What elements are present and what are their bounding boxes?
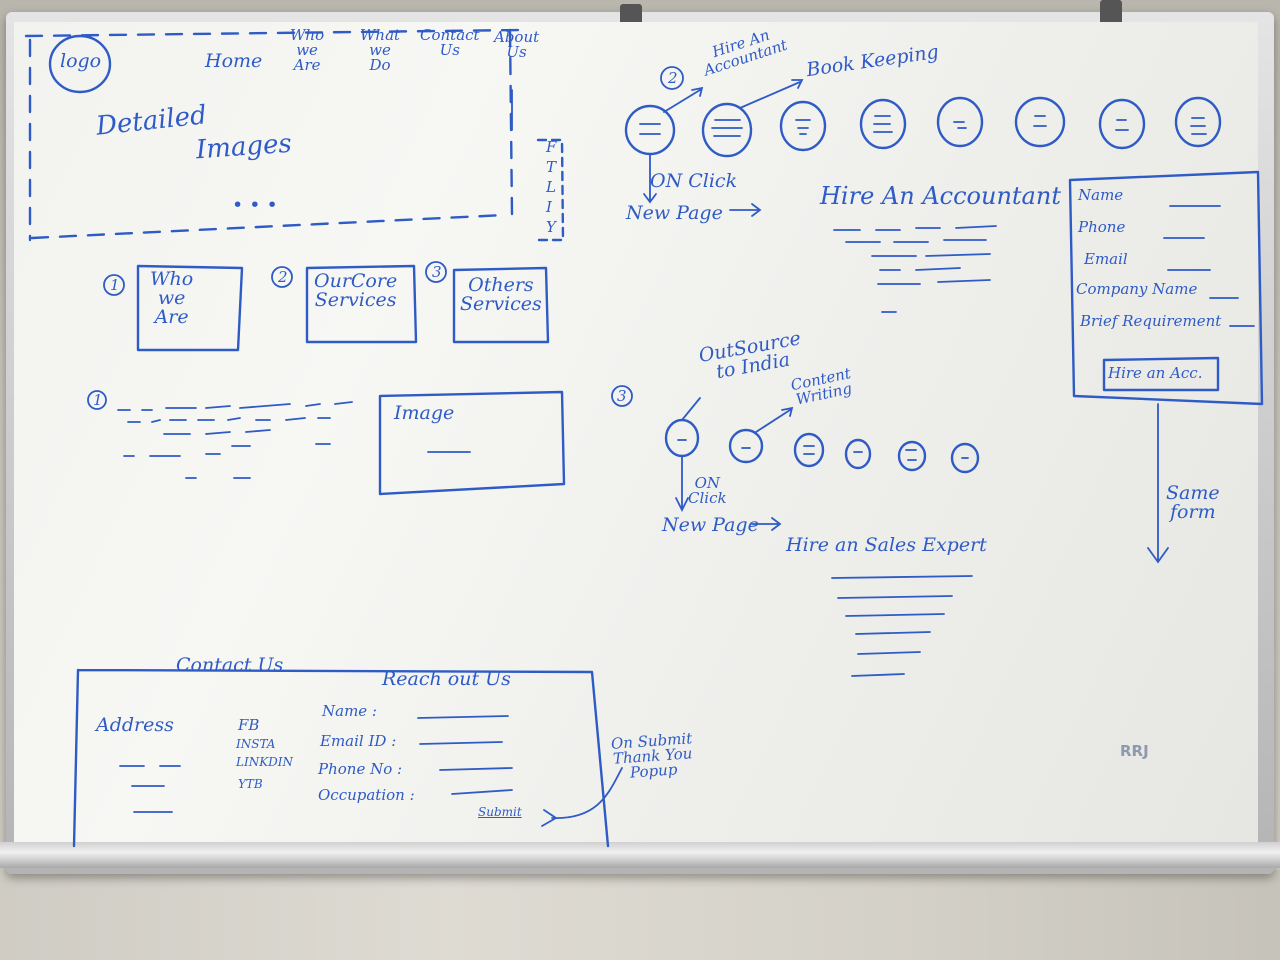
other-new-page-label: New Page bbox=[662, 514, 759, 536]
social-y: Y bbox=[546, 218, 556, 236]
nav-what-we-do: What we Do bbox=[360, 26, 401, 74]
image-box bbox=[378, 390, 566, 496]
other-on-click-label: ON Click bbox=[688, 474, 727, 507]
nav-who-we-are: Who we Are bbox=[290, 26, 325, 74]
nav-about-us: About Us bbox=[494, 28, 540, 61]
core-number-2: 2 bbox=[668, 69, 678, 87]
social-insta: INSTA bbox=[236, 737, 276, 751]
carousel-dots: • • • bbox=[232, 194, 278, 216]
hire-accountant-title: Hire An Accountant bbox=[820, 182, 1061, 210]
sales-expert-title: Hire an Sales Expert bbox=[786, 534, 987, 556]
text-placeholder-lines bbox=[117, 401, 353, 479]
detail-number-1: 1 bbox=[93, 391, 103, 409]
other-number-3: 3 bbox=[617, 387, 627, 405]
social-ytb: YTB bbox=[238, 777, 263, 791]
other-service-circles bbox=[664, 418, 980, 474]
text-placeholder-lines bbox=[833, 225, 997, 313]
contact-field-occupation: Occupation : bbox=[318, 786, 415, 804]
address-label: Address bbox=[96, 714, 174, 736]
contact-box bbox=[72, 668, 610, 848]
hero-title-line2: Images bbox=[195, 128, 293, 166]
form-field-email: Email bbox=[1084, 250, 1128, 268]
section-core-services: OurCore Services bbox=[314, 270, 398, 311]
contact-field-name: Name : bbox=[322, 702, 377, 720]
on-click-label: ON Click bbox=[650, 170, 738, 192]
logo-circle bbox=[48, 34, 112, 94]
social-linkdin: LINKDIN bbox=[236, 755, 294, 769]
form-submit-button: Hire an Acc. bbox=[1108, 364, 1203, 382]
section-number-1: 1 bbox=[110, 276, 120, 294]
section-box-who bbox=[136, 264, 244, 352]
form-field-company: Company Name bbox=[1076, 280, 1198, 298]
nav-contact-us: Contact Us bbox=[420, 26, 480, 59]
social-l: L bbox=[546, 178, 556, 196]
section-other-services: Others Services bbox=[460, 274, 542, 315]
hero-dashed-box bbox=[24, 28, 522, 242]
contact-field-email: Email ID : bbox=[320, 732, 397, 750]
logo: logo bbox=[60, 50, 102, 72]
form-field-phone: Phone bbox=[1078, 218, 1126, 236]
section-box-others bbox=[452, 266, 550, 344]
contact-submit: Submit bbox=[478, 805, 522, 819]
section-number-3: 3 bbox=[432, 263, 442, 281]
reach-out-title: Reach out Us bbox=[382, 668, 511, 690]
wall bbox=[0, 870, 1280, 960]
same-form-label: Same form bbox=[1166, 482, 1220, 523]
form-box bbox=[1068, 170, 1264, 406]
social-fb: FB bbox=[238, 716, 260, 734]
social-f: F bbox=[546, 138, 557, 156]
social-t: T bbox=[546, 158, 557, 176]
section-number-2: 2 bbox=[278, 268, 288, 286]
section-box-core bbox=[305, 264, 418, 344]
contact-field-phone: Phone No : bbox=[318, 760, 403, 778]
section-who-we-are: Who we Are bbox=[150, 268, 194, 328]
signature: RRJ bbox=[1120, 742, 1149, 760]
marker-tray bbox=[0, 842, 1280, 868]
social-sidebar-box bbox=[536, 138, 565, 242]
form-button-box bbox=[1102, 356, 1220, 392]
form-field-name: Name bbox=[1078, 186, 1124, 204]
image-label: Image bbox=[394, 402, 455, 424]
on-submit-note: On Submit Thank You Popup bbox=[610, 729, 693, 782]
social-i: I bbox=[546, 198, 552, 216]
text-placeholder-lines bbox=[831, 575, 973, 677]
whiteboard-surface bbox=[14, 22, 1258, 850]
nav-home: Home bbox=[205, 50, 263, 72]
service-circles-row bbox=[624, 96, 1222, 158]
contact-title: Contact Us bbox=[176, 654, 284, 676]
new-page-label: New Page bbox=[626, 202, 723, 224]
form-field-requirement: Brief Requirement bbox=[1080, 312, 1222, 330]
